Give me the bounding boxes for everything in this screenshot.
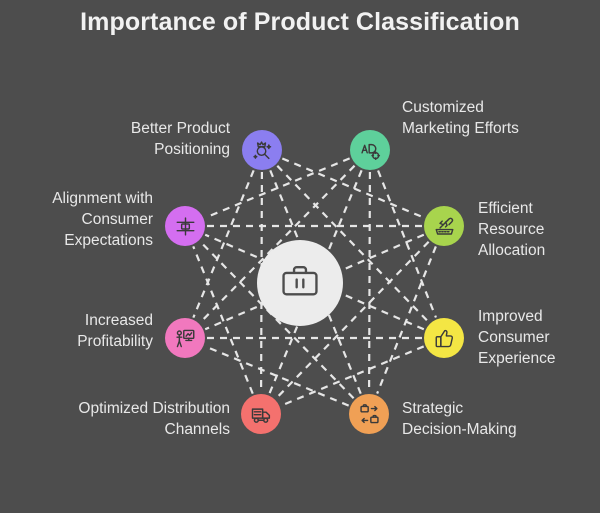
label-improved-consumer-experience: Improved Consumer Experience bbox=[478, 308, 556, 367]
ad-tag-icon bbox=[359, 139, 382, 162]
label-strategic-decision-making: Strategic Decision-Making bbox=[402, 400, 517, 438]
node-efficient-resource-allocation[interactable] bbox=[424, 206, 464, 246]
node-strategic-decision-making[interactable] bbox=[349, 394, 389, 434]
label-customized-marketing-efforts: Customized Marketing Efforts bbox=[402, 99, 519, 137]
thumbs-up-icon bbox=[433, 327, 456, 350]
label-efficient-resource-allocation: Efficient Resource Allocation bbox=[478, 200, 546, 259]
label-alignment-with-consumer-expectations: Alignment with Consumer Expectations bbox=[52, 190, 153, 249]
label-better-product-positioning: Better Product Positioning bbox=[130, 120, 230, 158]
node-better-product-positioning[interactable] bbox=[242, 130, 282, 170]
node-customized-marketing-efforts[interactable] bbox=[350, 130, 390, 170]
node-optimized-distribution-channels[interactable] bbox=[241, 394, 281, 434]
page-title: Importance of Product Classification bbox=[80, 8, 520, 36]
node-alignment-with-consumer-expectations[interactable] bbox=[165, 206, 205, 246]
label-increased-profitability: Increased Profitability bbox=[77, 312, 153, 350]
crown-magnifier-icon bbox=[251, 139, 274, 162]
delivery-truck-icon bbox=[250, 403, 273, 426]
presentation-person-icon bbox=[174, 327, 197, 350]
hub-node bbox=[257, 240, 343, 326]
briefcase-icon bbox=[279, 260, 321, 307]
node-increased-profitability[interactable] bbox=[165, 318, 205, 358]
exchange-briefcase-icon bbox=[358, 403, 381, 426]
label-optimized-distribution-channels: Optimized Distribution Channels bbox=[78, 400, 230, 438]
node-improved-consumer-experience[interactable] bbox=[424, 318, 464, 358]
resource-plane-icon bbox=[433, 215, 456, 238]
alignment-icon bbox=[174, 215, 197, 238]
